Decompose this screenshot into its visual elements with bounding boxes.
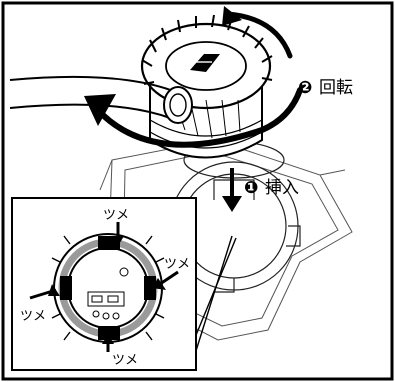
step-1-text: 挿入 [265,178,299,198]
tab-label-top: ツメ [103,208,129,223]
tab-label-right: ツメ [164,257,190,272]
rotation-arrow [84,6,303,148]
tab-label-bottom: ツメ [112,353,138,368]
step-2-number: ❷ [298,78,312,98]
insert-arrow [222,168,242,212]
step-1-number: ❶ [244,178,258,198]
connector-head [140,14,273,159]
tab-label-left: ツメ [20,309,46,324]
step-rotate-label: ❷ 回転 [298,78,353,98]
step-insert-label: ❶ 挿入 [244,178,299,198]
detail-inset: ツメ ツメ ツメ ツメ [11,197,197,371]
step-2-text: 回転 [319,78,353,98]
